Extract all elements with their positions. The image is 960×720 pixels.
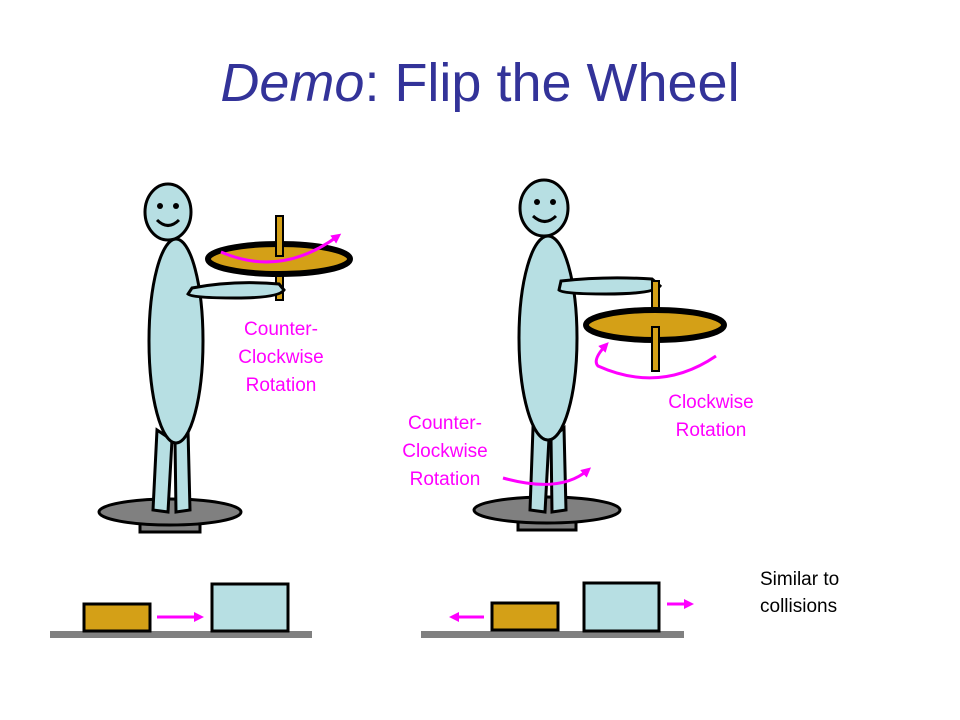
left-person <box>143 182 205 514</box>
collision-after <box>421 581 694 638</box>
collision-before <box>50 582 312 638</box>
large-block-left <box>210 582 290 633</box>
right-ccw-body-arrow <box>502 467 592 486</box>
large-block-right <box>582 581 661 633</box>
slide-title: Demo: Flip the Wheel <box>0 52 960 114</box>
left-wheel <box>205 215 353 301</box>
label-right-ccw: Counter- Clockwise Rotation <box>402 413 488 490</box>
right-wheel <box>583 280 727 380</box>
left-turntable <box>97 497 243 534</box>
small-block-left <box>82 602 152 633</box>
collision-note: Similar to collisions <box>760 569 840 617</box>
ground-left <box>50 631 312 638</box>
right-turntable <box>472 495 622 532</box>
title-italic: Demo <box>220 53 365 113</box>
label-right-cw: Clockwise Rotation <box>668 392 754 441</box>
left-ccw-arrow <box>220 233 342 264</box>
left-figure <box>97 182 353 534</box>
right-arm <box>557 276 663 296</box>
title-rest: : Flip the Wheel <box>364 53 740 113</box>
left-arm <box>186 281 286 300</box>
right-cw-arrow <box>594 342 717 380</box>
right-figure <box>472 178 727 532</box>
label-left-ccw: Counter- Clockwise Rotation <box>238 319 324 396</box>
ground-right <box>421 631 684 638</box>
small-block-right <box>490 601 560 632</box>
right-person <box>517 178 579 514</box>
